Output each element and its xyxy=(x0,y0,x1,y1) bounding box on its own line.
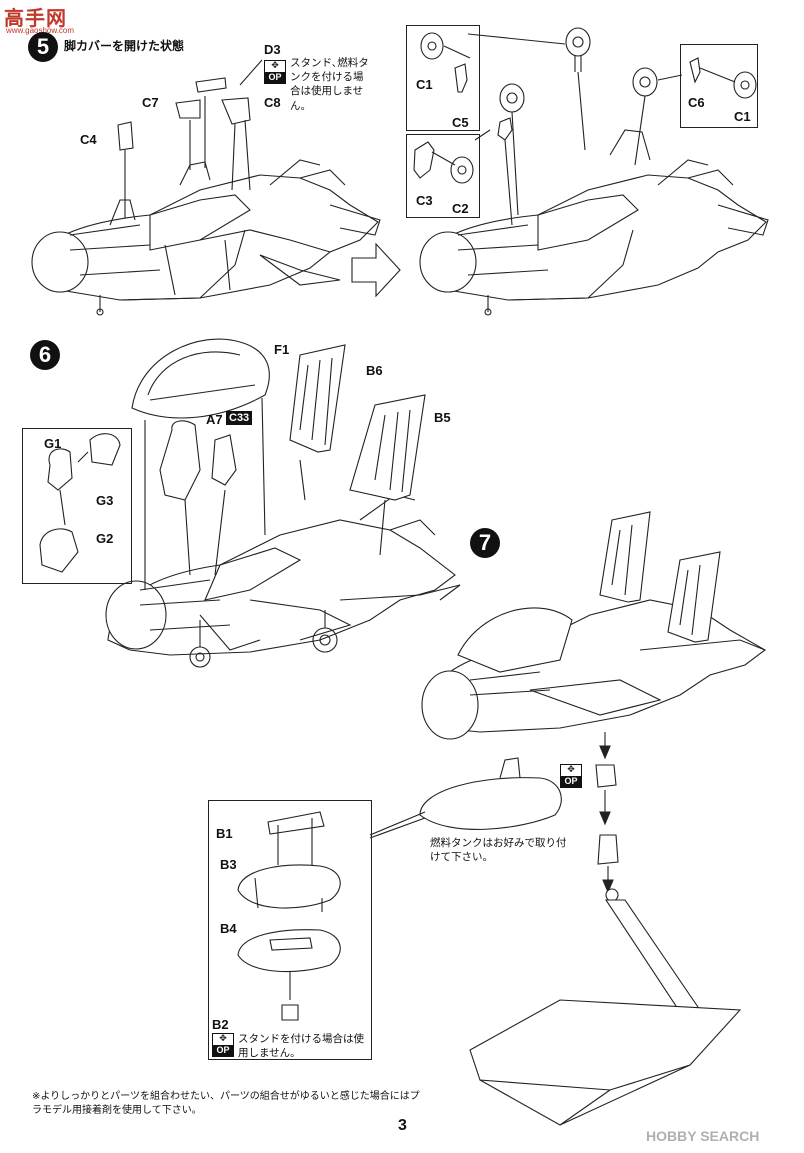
label-a7: A7 xyxy=(206,412,223,427)
inset-box-c1-c5 xyxy=(406,25,480,131)
step-number-7: 7 xyxy=(470,528,500,558)
label-c3: C3 xyxy=(416,193,433,208)
stand-joint-upper xyxy=(595,764,617,788)
tail-b6 xyxy=(289,344,346,453)
label-g1: G1 xyxy=(44,436,62,451)
part-c4 xyxy=(117,121,134,151)
inset-box-g-parts xyxy=(22,428,132,584)
stand-arm xyxy=(604,899,701,1013)
arrow-right-icon xyxy=(351,242,401,298)
label-b1: B1 xyxy=(216,826,233,841)
fuel-tank xyxy=(419,777,562,830)
op-icon: ✥OP xyxy=(264,60,286,84)
label-c7: C7 xyxy=(142,95,159,110)
step-number-5: 5 xyxy=(28,32,58,62)
op-icon-b2: ✥OP xyxy=(212,1033,234,1057)
op-text-b2: OP xyxy=(213,1045,233,1056)
part-c8 xyxy=(221,97,251,125)
label-c5: C5 xyxy=(452,115,469,130)
page-number: 3 xyxy=(398,1117,407,1134)
footnote: ※よりしっかりとパーツを組合わせたい、パーツの組合せがゆるいと感じた場合にはプラ… xyxy=(32,1091,420,1116)
part-c7 xyxy=(175,99,201,119)
canopy-f1 xyxy=(131,338,270,419)
step-number-6: 6 xyxy=(30,340,60,370)
op-text: OP xyxy=(265,72,285,83)
step5-aircraft-right xyxy=(419,129,769,316)
step5-title: 脚カバーを開けた状態 xyxy=(64,39,185,53)
badge-c33: C33 xyxy=(226,411,253,425)
label-b6: B6 xyxy=(366,363,383,378)
label-f1: F1 xyxy=(274,342,290,357)
label-d3: D3 xyxy=(264,42,281,57)
label-b3: B3 xyxy=(220,857,237,872)
label-b5: B5 xyxy=(434,410,451,425)
inset-box-c6-c1 xyxy=(680,44,758,128)
stand-base xyxy=(469,999,742,1091)
label-b4: B4 xyxy=(220,921,237,936)
label-c1-right: C1 xyxy=(734,109,751,124)
tank-note: 燃料タンクはお好みで取り付けて下さい。 xyxy=(430,837,567,864)
label-c8: C8 xyxy=(264,95,281,110)
label-g2: G2 xyxy=(96,531,114,546)
label-g3: G3 xyxy=(96,493,114,508)
step6-aircraft xyxy=(105,494,461,668)
label-c1-left: C1 xyxy=(416,77,433,92)
label-c6: C6 xyxy=(688,95,705,110)
watermark-url: www.gaoshow.com xyxy=(6,26,75,35)
step5-op-note: スタンド､燃料タンクを付ける場合は使用しません。 xyxy=(290,57,369,112)
watermark-logo: 高手网 xyxy=(4,8,67,30)
stand-joint-lower xyxy=(597,834,619,865)
inset-box-tank-parts xyxy=(208,800,372,1060)
hobby-search-watermark: HOBBY SEARCH xyxy=(646,1128,760,1144)
step5-aircraft-left xyxy=(31,159,381,316)
step7-aircraft xyxy=(421,511,766,740)
label-c2: C2 xyxy=(452,201,469,216)
seat-a7 xyxy=(159,420,201,501)
op-text-stand: OP xyxy=(561,776,581,787)
part-d3 xyxy=(195,77,227,93)
tail-b5 xyxy=(349,394,426,501)
inset-box-c3-c2 xyxy=(406,134,480,218)
label-c4: C4 xyxy=(80,132,97,147)
label-b2: B2 xyxy=(212,1017,229,1032)
op-icon-stand: ✥OP xyxy=(560,764,582,788)
b2-note: スタンドを付ける場合は使用しません。 xyxy=(238,1033,364,1060)
